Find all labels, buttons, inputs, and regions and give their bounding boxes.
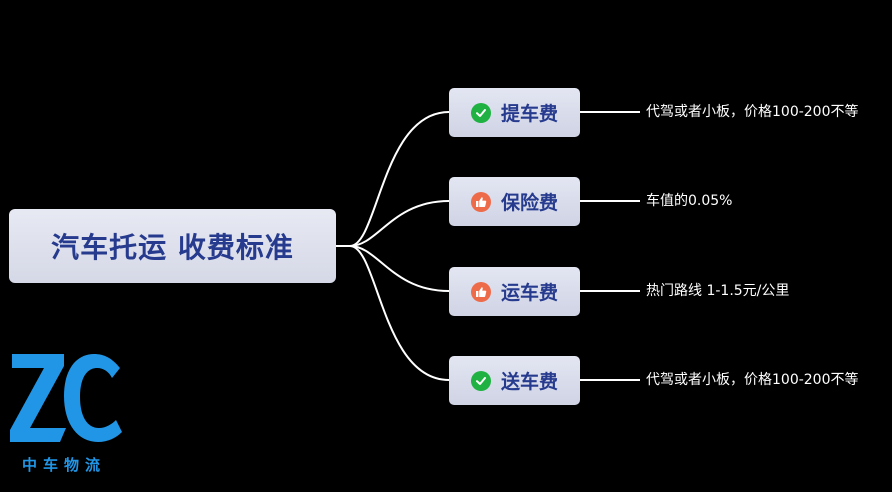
check-icon xyxy=(470,102,491,123)
detail-label-insurance-fee: 车值的0.05% xyxy=(646,193,733,209)
branch-node-delivery-fee: 送车费 xyxy=(449,356,580,405)
root-connectors xyxy=(336,111,450,381)
leaf-connectors xyxy=(580,111,640,381)
thumbs-up-icon xyxy=(470,281,491,302)
detail-label-transport-fee: 热门路线 1-1.5元/公里 xyxy=(646,283,790,299)
connector-root-to-insurance xyxy=(336,200,450,247)
connector-root-to-transport xyxy=(336,245,450,292)
branch-node-insurance-fee: 保险费 xyxy=(449,177,580,226)
detail-label-delivery-fee: 代驾或者小板，价格100-200不等 xyxy=(646,372,859,388)
thumbs-up-icon xyxy=(470,191,491,212)
connector-root-to-pickup xyxy=(336,111,450,247)
connector-root-to-delivery xyxy=(336,245,450,381)
check-icon xyxy=(470,370,491,391)
company-logo: 中车物流 xyxy=(8,348,128,476)
branch-node-pickup-fee: 提车费 xyxy=(449,88,580,137)
branch-node-transport-fee: 运车费 xyxy=(449,267,580,316)
branch-label-delivery-fee: 送车费 xyxy=(500,371,558,393)
zc-logo-mark xyxy=(10,354,122,442)
detail-label-pickup-fee: 代驾或者小板，价格100-200不等 xyxy=(646,104,859,120)
logo-caption: 中车物流 xyxy=(22,456,107,474)
root-node-label: 汽车托运 收费标准 xyxy=(51,231,294,264)
branch-label-insurance-fee: 保险费 xyxy=(500,192,558,214)
branch-label-transport-fee: 运车费 xyxy=(500,282,558,304)
root-node: 汽车托运 收费标准 xyxy=(9,209,336,283)
branch-label-pickup-fee: 提车费 xyxy=(500,103,558,125)
